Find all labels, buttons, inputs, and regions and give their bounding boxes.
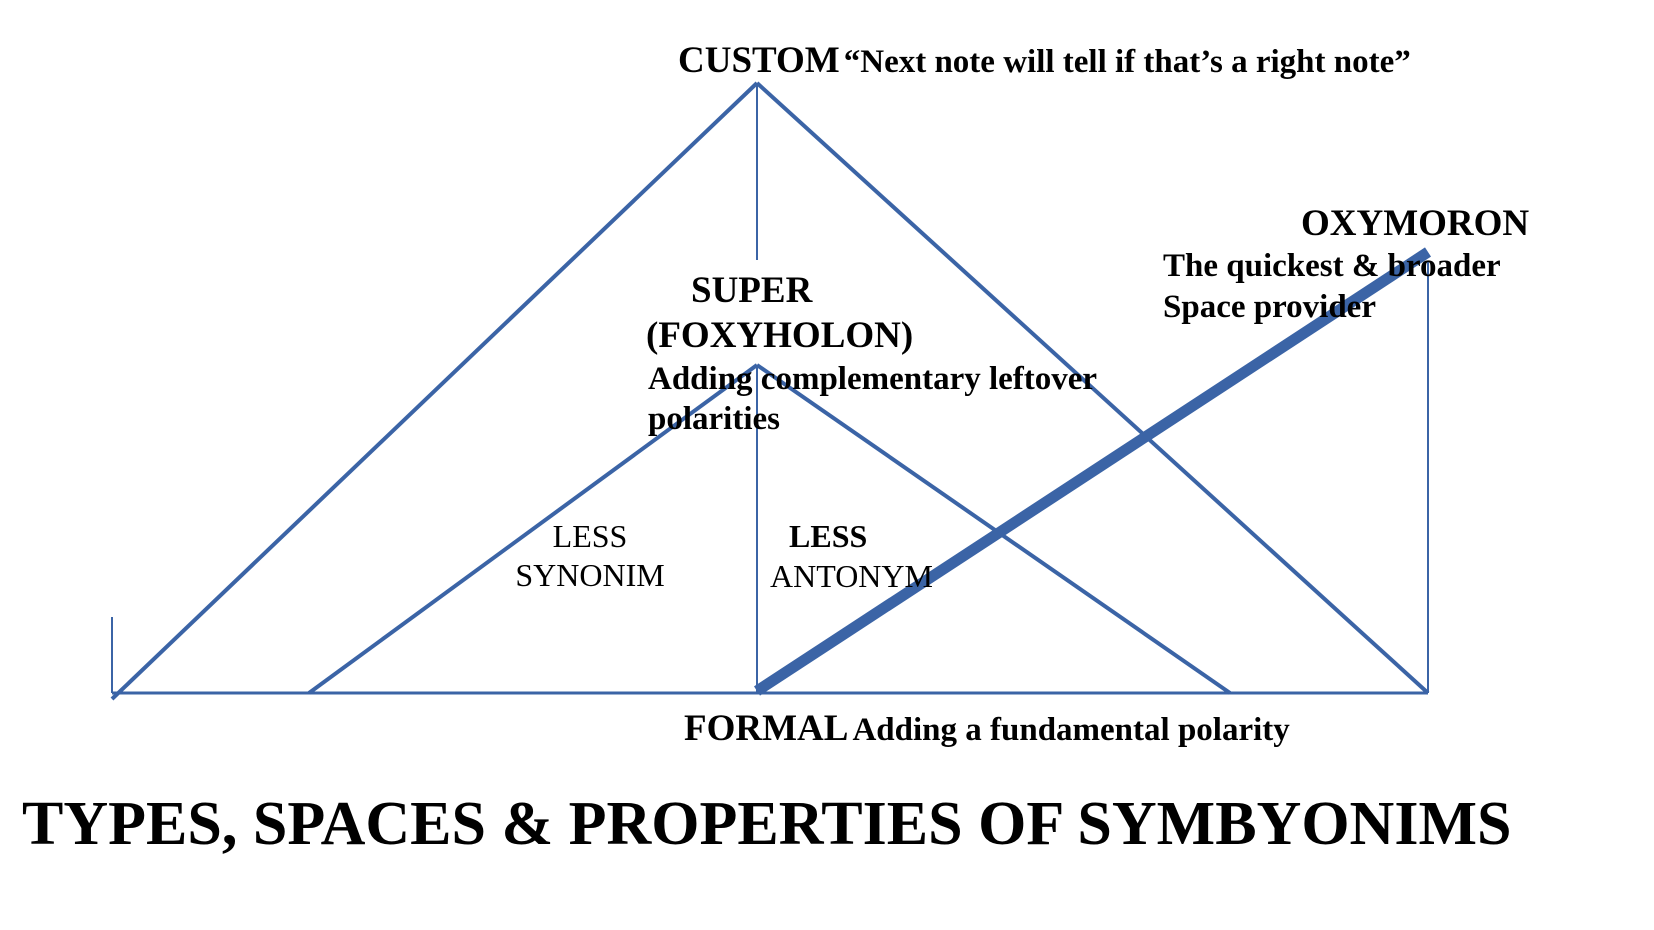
less-synonim-line1: LESS <box>552 518 628 554</box>
super-title: SUPER <box>691 270 813 311</box>
super-description-line2: polarities <box>648 401 780 437</box>
formal-label: FORMAL Adding a fundamental polarity <box>684 710 1290 747</box>
oxymoron-title: OXYMORON <box>1301 203 1530 244</box>
super-right-edge <box>755 363 1232 695</box>
custom-right-edge <box>755 81 1430 695</box>
oxymoron-diagonal <box>753 247 1432 696</box>
less-antonym-line2: ANTONYM <box>770 558 933 594</box>
custom-quote: “Next note will tell if that’s a right n… <box>843 44 1411 80</box>
page-title: TYPES, SPACES & PROPERTIES OF SYMBYONIMS <box>22 790 1512 858</box>
less-antonym-line1: LESS <box>789 518 868 554</box>
super-description-line1: Adding complementary leftover <box>648 361 1098 397</box>
formal-title: FORMAL <box>684 708 849 749</box>
super-subtitle: (FOXYHOLON) <box>646 315 914 356</box>
less-synonim-label: LESS SYNONIM <box>490 520 690 591</box>
less-synonim-line2: SYNONIM <box>515 557 665 593</box>
custom-label: CUSTOM “Next note will tell if that’s a … <box>678 42 1411 79</box>
custom-left-edge <box>110 81 759 701</box>
formal-description: Adding a fundamental polarity <box>852 712 1290 748</box>
oxymoron-description-line1: The quickest & broader <box>1163 248 1501 284</box>
custom-title: CUSTOM <box>678 40 840 81</box>
oxymoron-description-line2: Space provider <box>1163 289 1376 325</box>
super-left-edge <box>307 363 759 695</box>
